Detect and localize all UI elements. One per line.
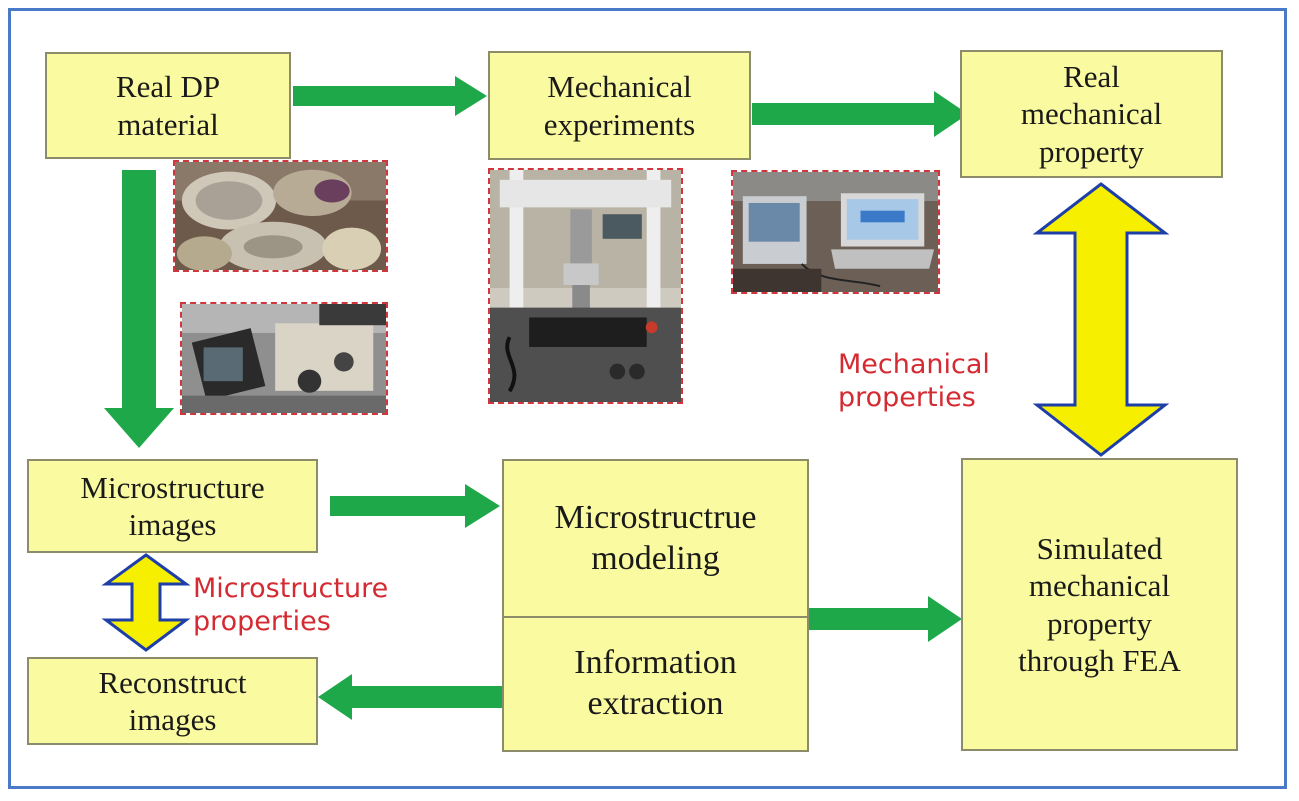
box-simulated-mechanical-property: Simulated mechanical property through FE… (961, 458, 1238, 751)
box-simulated-mechanical-property-text: Simulated mechanical property through FE… (1018, 531, 1181, 678)
box-microstructure-modeling: Microstructrue modeling (502, 459, 809, 618)
computer-setup-photo (731, 170, 940, 294)
box-information-extraction-text: Information extraction (574, 644, 737, 722)
box-microstructure-images: Microstructure images (27, 459, 318, 553)
specimen-samples-photo (173, 160, 388, 272)
label-microstructure-properties: Microstructure properties (193, 573, 389, 637)
box-real-dp-material-text: Real DP material (115, 69, 221, 142)
box-real-mechanical-property: Real mechanical property (960, 50, 1223, 178)
box-reconstruct-images: Reconstruct images (27, 657, 318, 745)
box-mechanical-experiments-text: Mechanical experiments (543, 69, 696, 142)
box-real-mechanical-property-text: Real mechanical property (1020, 59, 1163, 169)
box-reconstruct-images-text: Reconstruct images (98, 664, 247, 737)
box-mechanical-experiments: Mechanical experiments (488, 51, 751, 160)
box-real-dp-material: Real DP material (45, 52, 291, 159)
box-microstructure-images-text: Microstructure images (80, 469, 265, 542)
box-information-extraction: Information extraction (502, 616, 809, 752)
label-mechanical-properties: Mechanical properties (838, 349, 990, 413)
microscope-photo (180, 302, 388, 415)
testing-machine-photo (488, 168, 683, 404)
box-microstructure-modeling-text: Microstructrue modeling (554, 498, 757, 577)
